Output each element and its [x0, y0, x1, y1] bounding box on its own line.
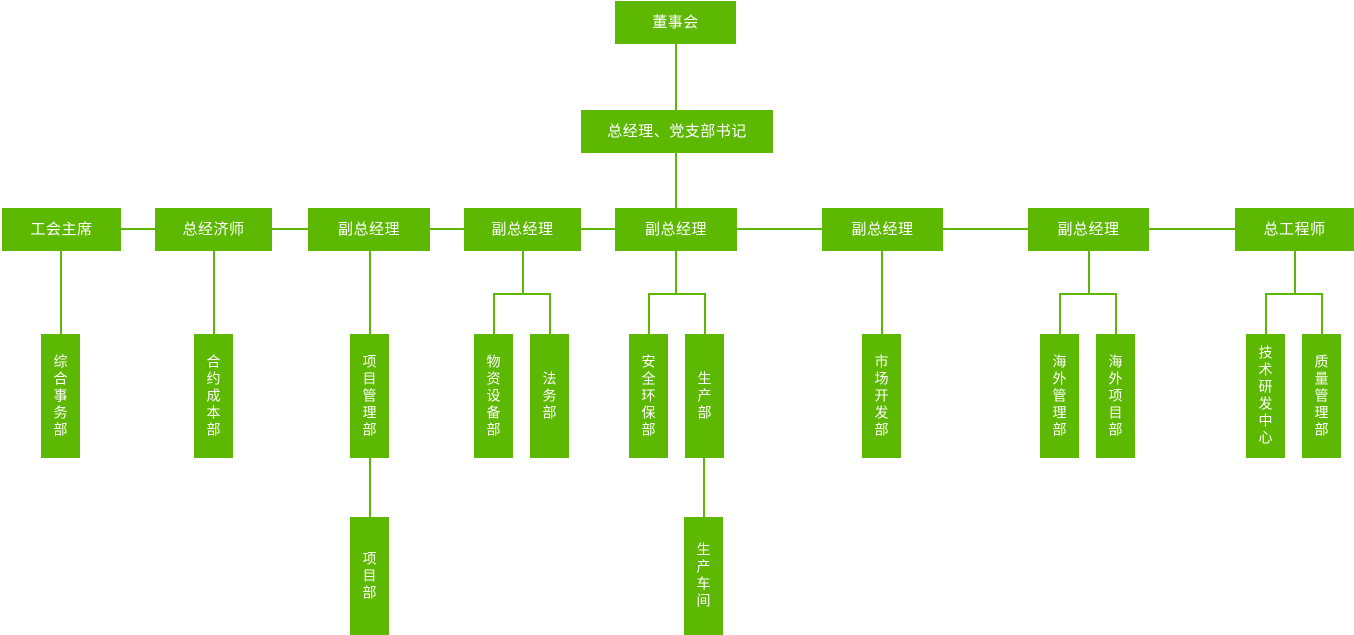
connector-bracket-dgm5 — [1059, 293, 1117, 295]
node-dept-production[interactable]: 生产部 — [685, 334, 724, 458]
node-dept-overseas-management[interactable]: 海外管理部 — [1040, 334, 1079, 458]
connector-board-to-gm — [675, 44, 677, 110]
connector-spine-5 — [736, 228, 823, 230]
node-dept-quality-management[interactable]: 质量管理部 — [1302, 334, 1341, 458]
node-deputy-gm-5[interactable]: 副总经理 — [1028, 208, 1149, 251]
node-dept-safety-environment[interactable]: 安全环保部 — [629, 334, 668, 458]
connector-bracket-dgm2 — [493, 293, 551, 295]
node-sub-project-dept[interactable]: 项目部 — [350, 517, 389, 635]
connector-bracket-dgm2-right — [549, 293, 551, 334]
node-union-chairman[interactable]: 工会主席 — [2, 208, 121, 251]
connector-drop-dgm4 — [881, 251, 883, 334]
node-chief-economist[interactable]: 总经济师 — [155, 208, 272, 251]
connector-drop-union-chair — [60, 251, 62, 334]
connector-drop-dgm5 — [1088, 251, 1090, 294]
connector-bracket-dgm3-left — [648, 293, 650, 334]
connector-spine-1 — [120, 228, 156, 230]
node-deputy-gm-1[interactable]: 副总经理 — [308, 208, 430, 251]
connector-spine-3 — [429, 228, 465, 230]
connector-drop-workshop — [703, 458, 705, 517]
connector-drop-dgm3 — [675, 251, 677, 294]
connector-drop-chief-econ — [213, 251, 215, 334]
connector-drop-dgm2 — [522, 251, 524, 294]
node-deputy-gm-2[interactable]: 副总经理 — [464, 208, 581, 251]
node-dept-market-development[interactable]: 市场开发部 — [862, 334, 901, 458]
node-chief-engineer[interactable]: 总工程师 — [1235, 208, 1354, 251]
node-dept-administration[interactable]: 综合事务部 — [41, 334, 80, 458]
node-deputy-gm-4[interactable]: 副总经理 — [822, 208, 943, 251]
node-dept-rnd-center[interactable]: 技术研发中心 — [1246, 334, 1285, 458]
connector-drop-chief-eng — [1294, 251, 1296, 294]
connector-spine-4 — [580, 228, 616, 230]
connector-bracket-dgm3 — [648, 293, 706, 295]
connector-bracket-dgm5-left — [1059, 293, 1061, 334]
node-dept-contract-cost[interactable]: 合约成本部 — [194, 334, 233, 458]
node-sub-production-workshop[interactable]: 生产车间 — [684, 517, 723, 635]
node-general-manager[interactable]: 总经理、党支部书记 — [581, 110, 773, 153]
node-deputy-gm-3[interactable]: 副总经理 — [615, 208, 737, 251]
connector-spine-6 — [942, 228, 1029, 230]
connector-bracket-dgm2-left — [493, 293, 495, 334]
connector-bracket-chief-eng-left — [1265, 293, 1267, 334]
node-dept-overseas-project[interactable]: 海外项目部 — [1096, 334, 1135, 458]
connector-bracket-dgm3-right — [704, 293, 706, 334]
connector-bracket-chief-eng-right — [1321, 293, 1323, 334]
connector-spine-7 — [1148, 228, 1236, 230]
connector-bracket-chief-eng — [1265, 293, 1323, 295]
connector-spine-2 — [271, 228, 309, 230]
connector-drop-project-dept — [369, 458, 371, 517]
node-board[interactable]: 董事会 — [615, 1, 736, 44]
connector-drop-dgm1 — [369, 251, 371, 334]
node-dept-material-equipment[interactable]: 物资设备部 — [474, 334, 513, 458]
connector-bracket-dgm5-right — [1115, 293, 1117, 334]
node-dept-project-management[interactable]: 项目管理部 — [350, 334, 389, 458]
node-dept-legal[interactable]: 法务部 — [530, 334, 569, 458]
connector-gm-to-dgm3 — [675, 144, 677, 208]
